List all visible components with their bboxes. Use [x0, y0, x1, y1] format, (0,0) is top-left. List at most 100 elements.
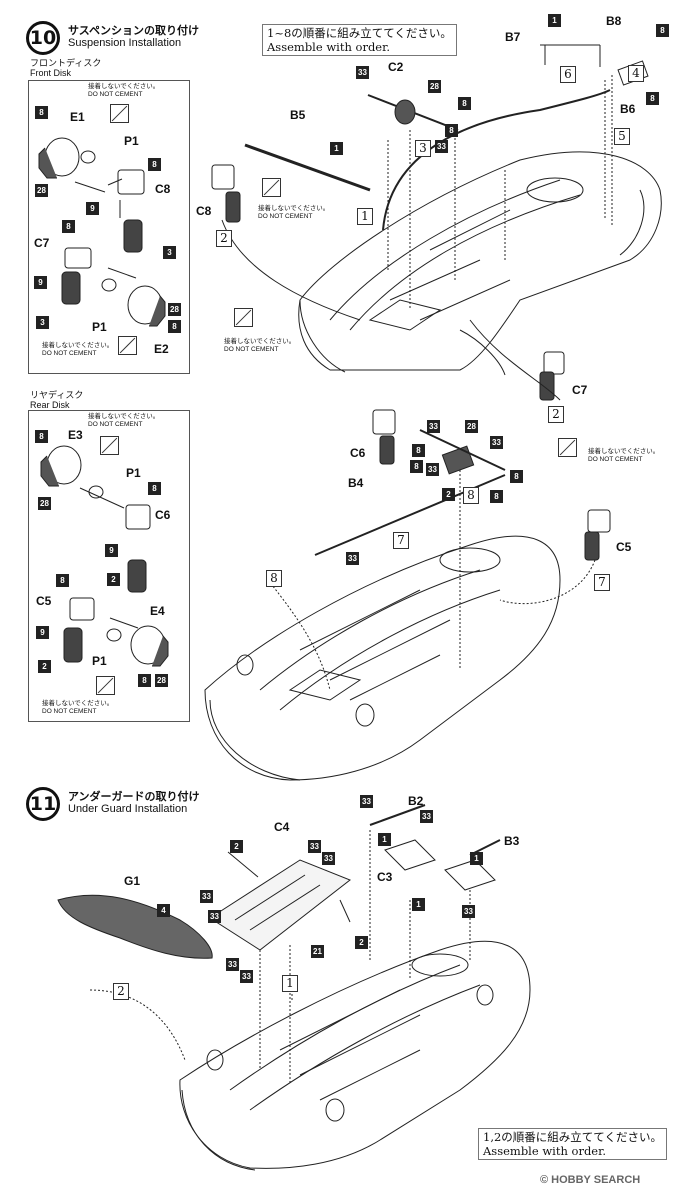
part-label-b6: B6	[620, 102, 636, 116]
order-step-8: 8	[463, 487, 479, 504]
part-label-e4: E4	[150, 604, 165, 618]
do-not-cement-jp: 接着しないでください。	[42, 342, 114, 349]
part-label-c8: C8	[196, 204, 212, 218]
part-label-b7: B7	[505, 30, 521, 44]
order-step-1: 1	[357, 208, 373, 225]
part-label-p1: P1	[124, 134, 139, 148]
part-badge: 9	[36, 626, 49, 639]
part-badge: 8	[490, 490, 503, 503]
part-badge: 4	[157, 904, 170, 917]
part-badge: 8	[646, 92, 659, 105]
part-badge: 33	[200, 890, 213, 903]
part-badge: 28	[428, 80, 441, 93]
step-10-title-en: Suspension Installation	[68, 37, 182, 49]
part-label-e2: E2	[154, 342, 169, 356]
order-step-2: 2	[216, 230, 232, 247]
part-label-b4: B4	[348, 476, 364, 490]
car-underbody-middle	[204, 409, 611, 781]
part-label-c6: C6	[350, 446, 366, 460]
part-badge: 2	[355, 936, 368, 949]
part-badge: 8	[138, 674, 151, 687]
step-10-title-jp: サスペンションの取り付け	[68, 24, 200, 37]
do-not-cement-icon	[558, 438, 577, 457]
part-badge: 8	[458, 97, 471, 110]
order-step-8: 8	[266, 570, 282, 587]
part-label-b8: B8	[606, 14, 622, 28]
order-step-2: 2	[548, 406, 564, 423]
part-label-c6: C6	[155, 508, 171, 522]
order-step-5: 5	[614, 128, 630, 145]
do-not-cement-note: 接着しないでください。 DO NOT CEMENT	[224, 338, 295, 354]
part-badge: 28	[168, 303, 181, 316]
do-not-cement-en: DO NOT CEMENT	[88, 91, 143, 98]
do-not-cement-icon	[118, 336, 137, 355]
part-badge: 8	[445, 124, 458, 137]
rear-disk-title-en: Rear Disk	[30, 400, 70, 410]
part-label-c3: C3	[377, 870, 393, 884]
do-not-cement-jp: 接着しないでください。	[258, 205, 330, 212]
do-not-cement-en: DO NOT CEMENT	[258, 213, 313, 220]
step-11-number: 11	[26, 787, 60, 821]
part-badge: 8	[148, 158, 161, 171]
do-not-cement-en: DO NOT CEMENT	[224, 346, 279, 353]
do-not-cement-jp: 接着しないでください。	[224, 338, 296, 345]
do-not-cement-jp: 接着しないでください。	[588, 448, 660, 455]
part-label-p1: P1	[92, 654, 107, 668]
part-badge: 9	[34, 276, 47, 289]
part-badge: 8	[510, 470, 523, 483]
part-badge: 9	[105, 544, 118, 557]
part-label-b5: B5	[290, 108, 306, 122]
part-badge: 2	[38, 660, 51, 673]
part-badge: 33	[490, 436, 503, 449]
step-11-title-en: Under Guard Installation	[68, 803, 188, 815]
part-badge: 8	[656, 24, 669, 37]
do-not-cement-note: 接着しないでください。 DO NOT CEMENT	[88, 83, 159, 99]
part-label-c5: C5	[616, 540, 632, 554]
order-step-7: 7	[594, 574, 610, 591]
part-badge: 33	[240, 970, 253, 983]
part-badge: 1	[378, 833, 391, 846]
part-badge: 8	[412, 444, 425, 457]
part-badge: 33	[346, 552, 359, 565]
part-badge: 3	[36, 316, 49, 329]
part-label-c5: C5	[36, 594, 52, 608]
part-badge: 1	[470, 852, 483, 865]
order-step-4: 4	[628, 65, 644, 82]
car-underbody-upper	[211, 44, 662, 401]
rear-disk-parts	[40, 445, 169, 667]
step-10-order-note-en: Assemble with order.	[267, 40, 391, 54]
part-badge: 3	[163, 246, 176, 259]
do-not-cement-icon	[110, 104, 129, 123]
part-badge: 33	[462, 905, 475, 918]
do-not-cement-note: 接着しないでください。 DO NOT CEMENT	[258, 205, 329, 221]
step-10-order-note-jp: 1~8の順番に組み立ててください。	[267, 26, 452, 40]
part-label-e3: E3	[68, 428, 83, 442]
step-11-order-note-jp: 1,2の順番に組み立ててください。	[483, 1130, 662, 1144]
do-not-cement-icon	[96, 676, 115, 695]
part-label-c7: C7	[572, 383, 588, 397]
copyright-symbol: ©	[540, 1174, 549, 1186]
step-11-order-note-en: Assemble with order.	[483, 1144, 607, 1158]
part-badge: 8	[62, 220, 75, 233]
do-not-cement-en: DO NOT CEMENT	[88, 421, 143, 428]
car-underbody-lower	[57, 804, 531, 1171]
part-badge: 33	[226, 958, 239, 971]
part-badge: 33	[322, 852, 335, 865]
do-not-cement-en: DO NOT CEMENT	[42, 350, 97, 357]
do-not-cement-icon	[262, 178, 281, 197]
part-label-c7: C7	[34, 236, 50, 250]
do-not-cement-jp: 接着しないでください。	[88, 413, 160, 420]
order-step-1: 1	[282, 975, 298, 992]
rear-disk-title-jp: リヤディスク	[30, 391, 84, 401]
part-label-e1: E1	[70, 110, 85, 124]
part-badge: 28	[38, 497, 51, 510]
part-badge: 1	[548, 14, 561, 27]
part-badge: 8	[148, 482, 161, 495]
part-badge: 33	[308, 840, 321, 853]
part-label-p1: P1	[92, 320, 107, 334]
part-badge: 8	[168, 320, 181, 333]
part-badge: 33	[426, 463, 439, 476]
order-step-6: 6	[560, 66, 576, 83]
part-badge: 2	[442, 488, 455, 501]
